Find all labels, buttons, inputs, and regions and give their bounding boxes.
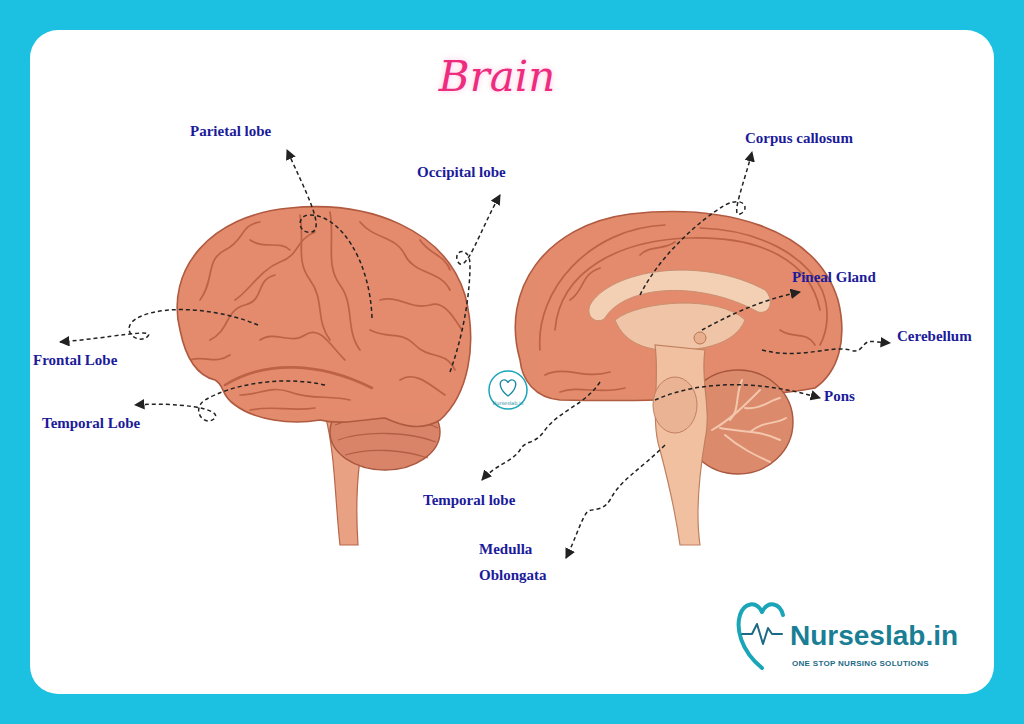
leader-line bbox=[60, 310, 258, 342]
part-label: Temporal Lobe bbox=[42, 414, 140, 432]
brand-logo bbox=[739, 604, 783, 668]
branch-line bbox=[725, 435, 770, 462]
leader-line bbox=[287, 150, 372, 318]
part-label: Medulla Oblongata bbox=[479, 536, 561, 588]
brand-pulse bbox=[742, 624, 782, 644]
part-label: Pineal Gland bbox=[792, 268, 876, 286]
gyrus-line bbox=[570, 268, 600, 300]
gyrus-line bbox=[780, 330, 815, 345]
part-label: Frontal Lobe bbox=[33, 351, 117, 369]
sagittal-brain bbox=[515, 212, 842, 545]
leader-line bbox=[450, 195, 500, 372]
fold-line bbox=[338, 433, 436, 442]
white-panel bbox=[30, 30, 994, 694]
part-label: Occipital lobe bbox=[417, 163, 506, 181]
branch-line bbox=[750, 418, 786, 432]
gyrus-line bbox=[210, 275, 275, 340]
gyrus-line bbox=[300, 215, 330, 340]
leader-line bbox=[702, 292, 800, 330]
gyrus-line bbox=[380, 299, 462, 330]
leader-line bbox=[135, 381, 325, 421]
gyri bbox=[190, 212, 462, 410]
leader-line bbox=[762, 341, 890, 353]
leader-line bbox=[640, 152, 752, 295]
brand-name: Nurseslab.in bbox=[790, 620, 958, 651]
brainstem bbox=[655, 345, 707, 545]
gyrus-line bbox=[330, 212, 360, 350]
brand-heart bbox=[739, 604, 783, 668]
gyrus-line bbox=[240, 390, 350, 400]
gyrus-line bbox=[250, 240, 290, 250]
leader-line bbox=[482, 382, 600, 480]
pons-shape bbox=[653, 377, 697, 433]
part-label: Parietal lobe bbox=[190, 122, 271, 140]
brand-tagline: ONE STOP NURSING SOLUTIONS bbox=[792, 658, 929, 669]
arbor-vitae bbox=[712, 380, 786, 462]
part-label: Corpus callosum bbox=[745, 129, 853, 147]
gyrus-line bbox=[560, 388, 625, 392]
gyrus-line bbox=[260, 332, 345, 360]
gyrus-line bbox=[370, 330, 455, 370]
thalamus-shape bbox=[615, 303, 745, 350]
branch-line bbox=[745, 398, 780, 408]
logo-text: Nurseslab.in bbox=[486, 399, 530, 407]
gyrus-line bbox=[250, 408, 315, 410]
pineal-shape bbox=[694, 332, 706, 344]
gyrus-line bbox=[545, 371, 610, 375]
branch-line bbox=[730, 380, 742, 420]
logo-heart bbox=[500, 380, 515, 396]
gyrus-line bbox=[420, 240, 450, 270]
diagram-title: Brain bbox=[397, 52, 597, 102]
gyrus-line bbox=[400, 377, 445, 395]
cerebrum-shape bbox=[177, 207, 470, 427]
part-label: Pons bbox=[824, 387, 855, 405]
leader-lines bbox=[60, 150, 890, 558]
gyrus-line bbox=[360, 222, 450, 290]
gyrus-line bbox=[190, 355, 230, 360]
leader-line bbox=[655, 385, 820, 400]
gyrus-line bbox=[200, 222, 260, 300]
part-label: Temporal lobe bbox=[423, 491, 515, 509]
fold-line bbox=[345, 450, 428, 458]
part-label: Cerebellum bbox=[897, 327, 972, 345]
leader-line bbox=[566, 445, 665, 558]
